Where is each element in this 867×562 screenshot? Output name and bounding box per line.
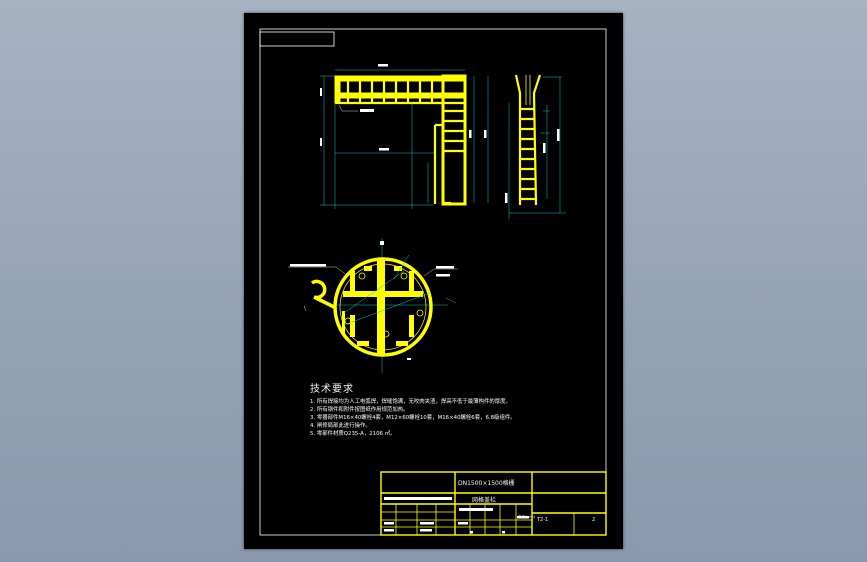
title-block [380,471,607,536]
requirement-item: 5. 零部件材质Q235-A，2106 ㎡。 [310,431,396,437]
cad-drawing-canvas [259,28,607,536]
plan-view-circle [288,238,458,373]
technical-requirements-list: 1. 所有焊接均为人工电弧焊，焊缝饱满，无咬肉夹渣，焊高不低于最薄构件的厚度。 … [310,398,610,438]
drawing-number: T2-1 [537,517,549,523]
requirement-item: 4. 闸修局部此进行操作。 [310,423,371,429]
drawing-sheet: 技术要求 1. 所有焊接均为人工电弧焊，焊缝饱满，无咬肉夹渣，焊高不低于最薄构件… [244,13,623,549]
technical-requirements-title: 技术要求 [310,384,354,395]
sheet-number: 2 [592,517,596,523]
part-name: 网格盖栏 [472,497,497,504]
unit-label: 单位(mm) [518,515,535,519]
requirement-item: 1. 所有焊接均为人工电弧焊，焊缝饱满，无咬肉夹渣，焊高不低于最薄构件的厚度。 [310,399,511,405]
requirement-item: 3. 零器部件M16×40螺栓4套，M12×60螺栓10套，M16×40螺栓6套… [310,415,516,421]
elevation-view-right [505,74,566,219]
drawing-name: DN1500×1500格栅 [458,480,515,487]
elevation-view-left [320,64,489,209]
requirement-item: 2. 所有钢件和附件按图纸作用规范加热。 [310,407,409,413]
